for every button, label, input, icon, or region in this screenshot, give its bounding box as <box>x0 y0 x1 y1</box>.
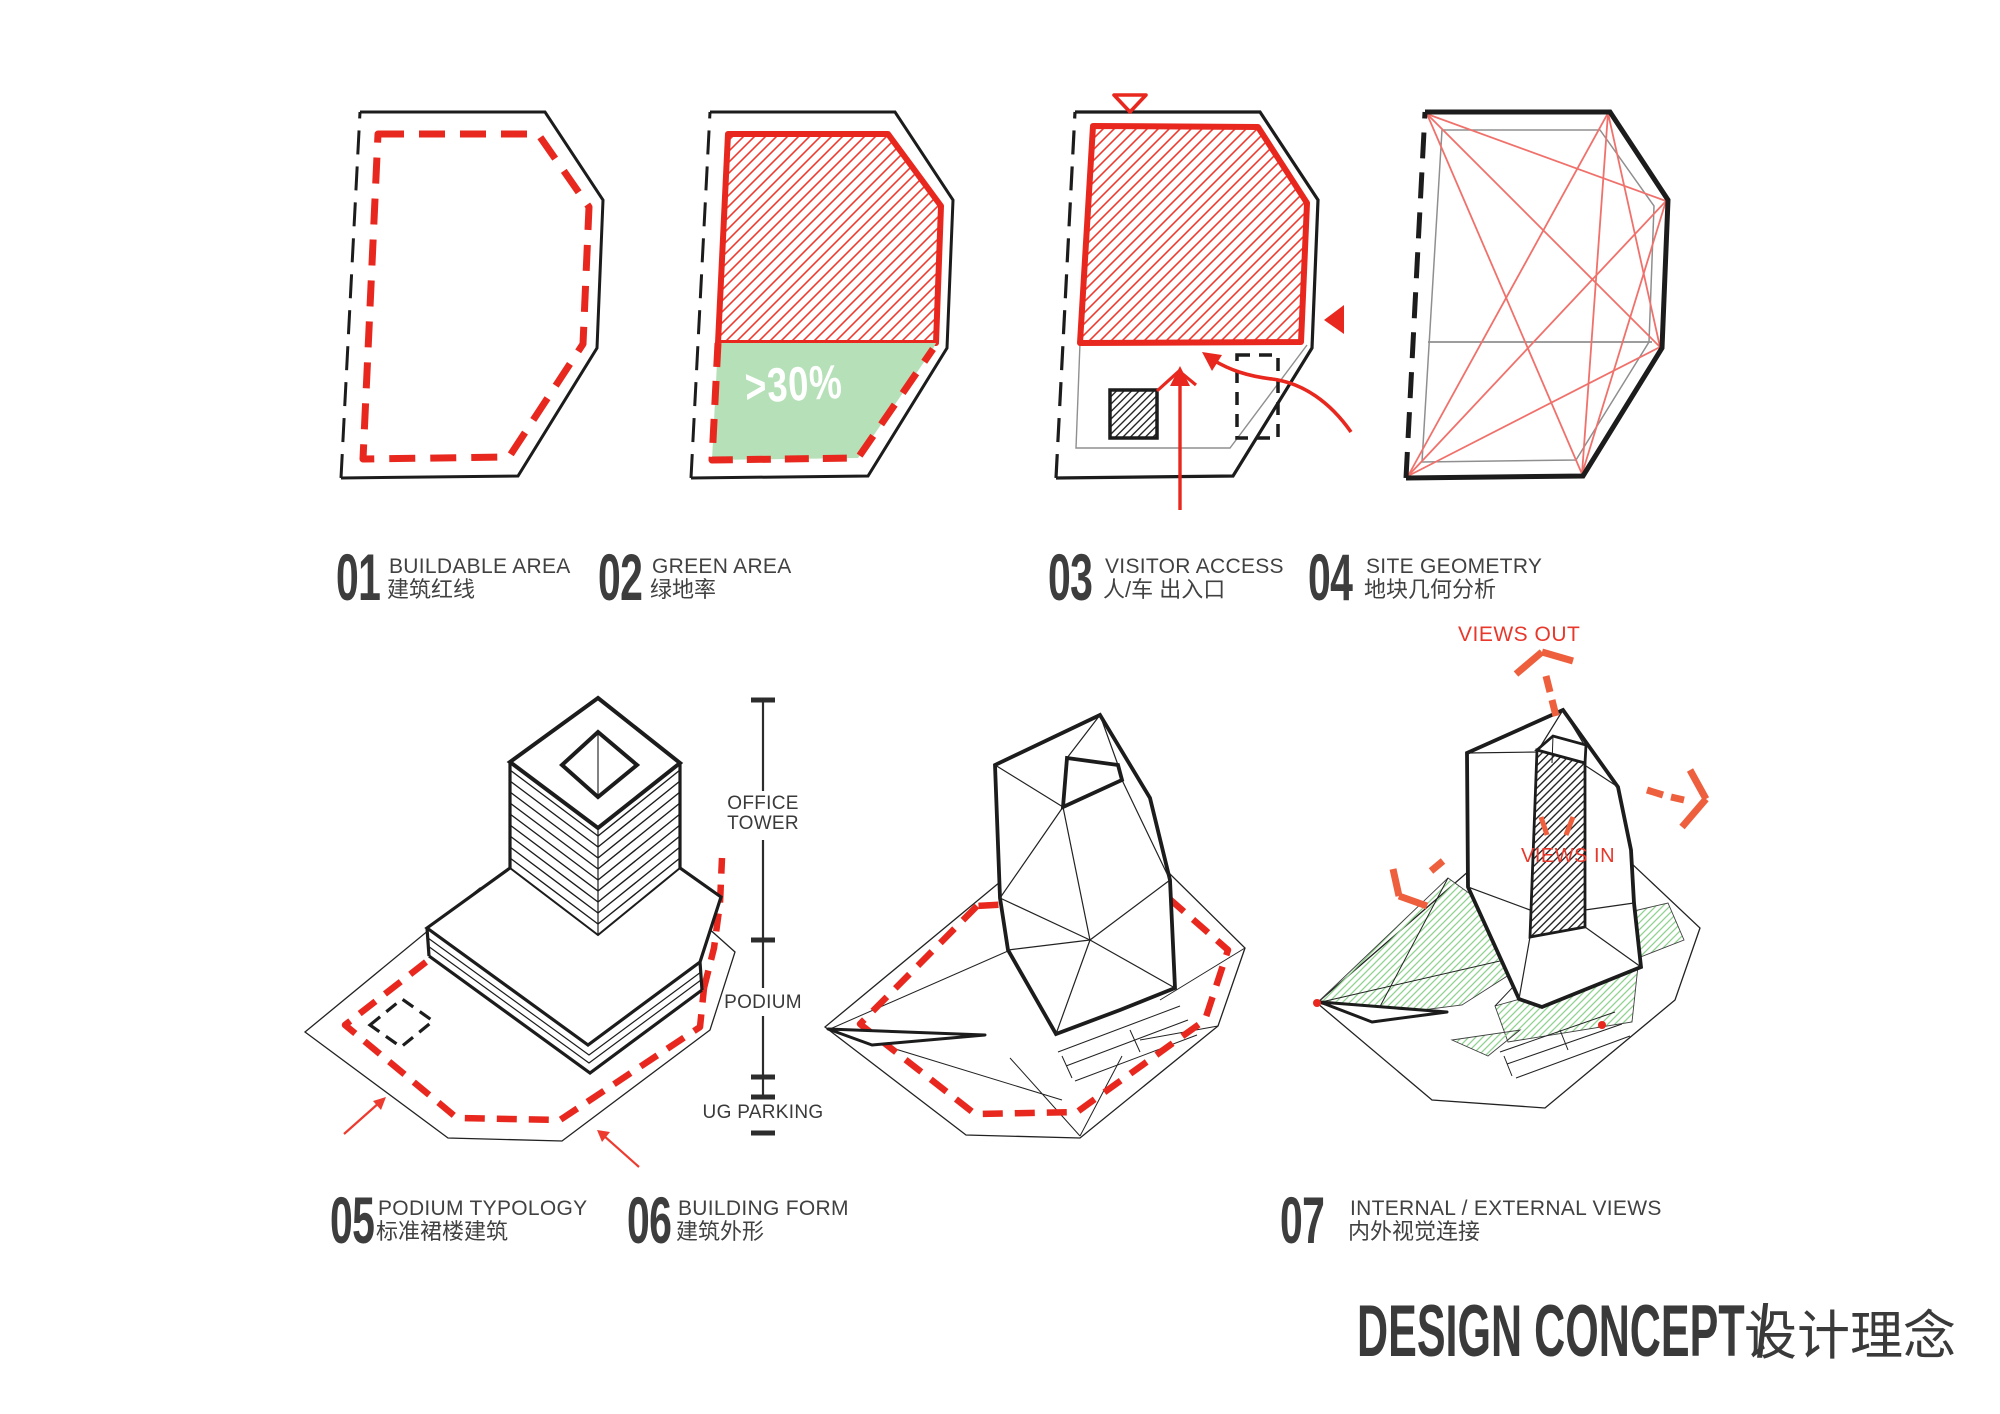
view-node-west <box>1313 999 1321 1007</box>
geometry-diagonals <box>1407 112 1667 477</box>
building-outline <box>993 712 1177 1037</box>
north-access-marker <box>1112 93 1148 114</box>
ground-floor-plate <box>1075 342 1308 449</box>
podium-base-edge <box>428 954 703 1075</box>
step-03-subtitle: 人/车 出入口 <box>1103 577 1226 602</box>
height-ruler <box>751 697 775 1136</box>
podium-slab-line-1 <box>427 937 702 1056</box>
core-dashed-footprint <box>367 996 436 1050</box>
facet-lines <box>1466 709 1642 1000</box>
step-06-subtitle: 建筑外形 <box>676 1219 765 1244</box>
green-area-red-dash-border <box>708 342 936 464</box>
entry-arrow-south <box>602 1134 640 1168</box>
step-02-number: 02 <box>598 540 643 614</box>
step-04-number: 04 <box>1308 540 1353 614</box>
views-out-arrow-right <box>1645 768 1710 830</box>
tower-side-edges <box>508 762 682 868</box>
view-node-south <box>1598 1021 1606 1029</box>
step-04-title: SITE GEOMETRY <box>1366 555 1543 578</box>
step-05-number: 05 <box>330 1183 375 1257</box>
facet-lines <box>994 714 1176 1035</box>
ruler-label-ug-parking: UG PARKING <box>702 1102 824 1123</box>
green-area-south-small <box>1450 1029 1522 1057</box>
step-05-subtitle: 标准裙楼建筑 <box>376 1219 509 1244</box>
podium-sliver <box>826 1027 987 1047</box>
buildable-hatched-area <box>715 131 944 346</box>
step-02-subtitle: 绿地率 <box>650 577 717 602</box>
tower-right-face <box>598 763 680 935</box>
red-line-boundary <box>856 891 1232 1118</box>
diagram-04-site-geometry <box>1403 109 1671 481</box>
step-03-number: 03 <box>1048 540 1093 614</box>
views-out-arrow-up <box>1513 648 1574 717</box>
podium-corner-edges <box>425 927 704 991</box>
diagram-02-green-area <box>689 110 955 480</box>
step-07-number: 07 <box>1280 1183 1325 1257</box>
entry-arrow-south-head <box>597 1130 610 1142</box>
step-06-number: 06 <box>627 1183 672 1257</box>
vehicle-entry-arrowhead <box>1170 366 1190 386</box>
site-outline <box>690 110 955 480</box>
green-ratio-value: >30% <box>743 355 844 414</box>
diagram-06-building-form <box>823 712 1246 1139</box>
tower-core-top-fold <box>1551 735 1554 764</box>
service-core-hatched <box>1108 388 1159 440</box>
step-01-title: BUILDABLE AREA <box>389 555 571 578</box>
step-01-number: 01 <box>336 540 381 614</box>
diagram-07-views <box>1313 648 1710 1109</box>
buildable-hatched-area <box>1077 123 1310 346</box>
roof-void <box>1060 755 1125 811</box>
green-area-fill <box>712 343 936 460</box>
visitor-curved-arrow <box>1212 358 1353 434</box>
ruler-label-office-tower: OFFICE TOWER <box>727 793 799 834</box>
views-in-arrows <box>1538 816 1576 836</box>
diagram-05-podium-typology <box>303 695 775 1168</box>
site-outline-bold <box>1405 109 1671 481</box>
pedestrian-zigzag <box>1155 369 1198 393</box>
red-line-climbing-podium <box>700 857 726 989</box>
podium-slab-line-2 <box>427 945 702 1064</box>
site-outline-dashed-edge <box>339 111 362 479</box>
tower-core-hatched <box>1528 748 1587 939</box>
step-01-subtitle: 建筑红线 <box>387 577 476 602</box>
ground-triangulation <box>829 947 1246 1137</box>
diagram-03-visitor-access <box>1054 93 1353 510</box>
tower-core-top <box>1534 734 1588 765</box>
step-07-subtitle: 内外视觉连接 <box>1348 1219 1481 1244</box>
views-out-label: VIEWS OUT <box>1458 623 1581 646</box>
visitor-curved-arrowhead <box>1202 352 1222 371</box>
step-04-subtitle: 地块几何分析 <box>1364 577 1497 602</box>
east-access-marker <box>1324 305 1344 334</box>
views-out-arrow-left <box>1389 858 1446 910</box>
site-outline-dashed-edge <box>1403 111 1428 479</box>
site-outline-dashed-edge <box>689 111 712 479</box>
site-outline <box>340 110 605 480</box>
ruler-label-podium: PODIUM <box>724 992 802 1013</box>
views-in-label: VIEWS IN <box>1521 845 1616 867</box>
step-02-title: GREEN AREA <box>652 555 792 578</box>
drop-off-dashed-zone <box>1235 353 1280 440</box>
site-outline-dashed-edge <box>1054 111 1077 479</box>
site-outline <box>1055 110 1320 480</box>
step-07-title: INTERNAL / EXTERNAL VIEWS <box>1350 1197 1662 1220</box>
inner-plate-outline <box>1421 129 1655 463</box>
step-05-title: PODIUM TYPOLOGY <box>378 1197 588 1220</box>
entry-arrow-west-head <box>373 1097 386 1110</box>
red-line-boundary <box>359 130 593 463</box>
step-06-title: BUILDING FORM <box>678 1197 849 1220</box>
diagram-01-buildable-area <box>339 110 605 480</box>
page-title-zh: 设计理念 <box>1744 1307 1956 1366</box>
red-line-ground <box>341 959 708 1124</box>
podium-sliver <box>1318 1000 1449 1024</box>
tower-floor-stripes <box>509 769 681 925</box>
page-title-en: DESIGN CONCEPT / <box>1357 1291 1769 1372</box>
tower-left-face <box>510 762 598 935</box>
entry-arrow-west <box>343 1101 381 1135</box>
step-03-title: VISITOR ACCESS <box>1105 555 1284 578</box>
